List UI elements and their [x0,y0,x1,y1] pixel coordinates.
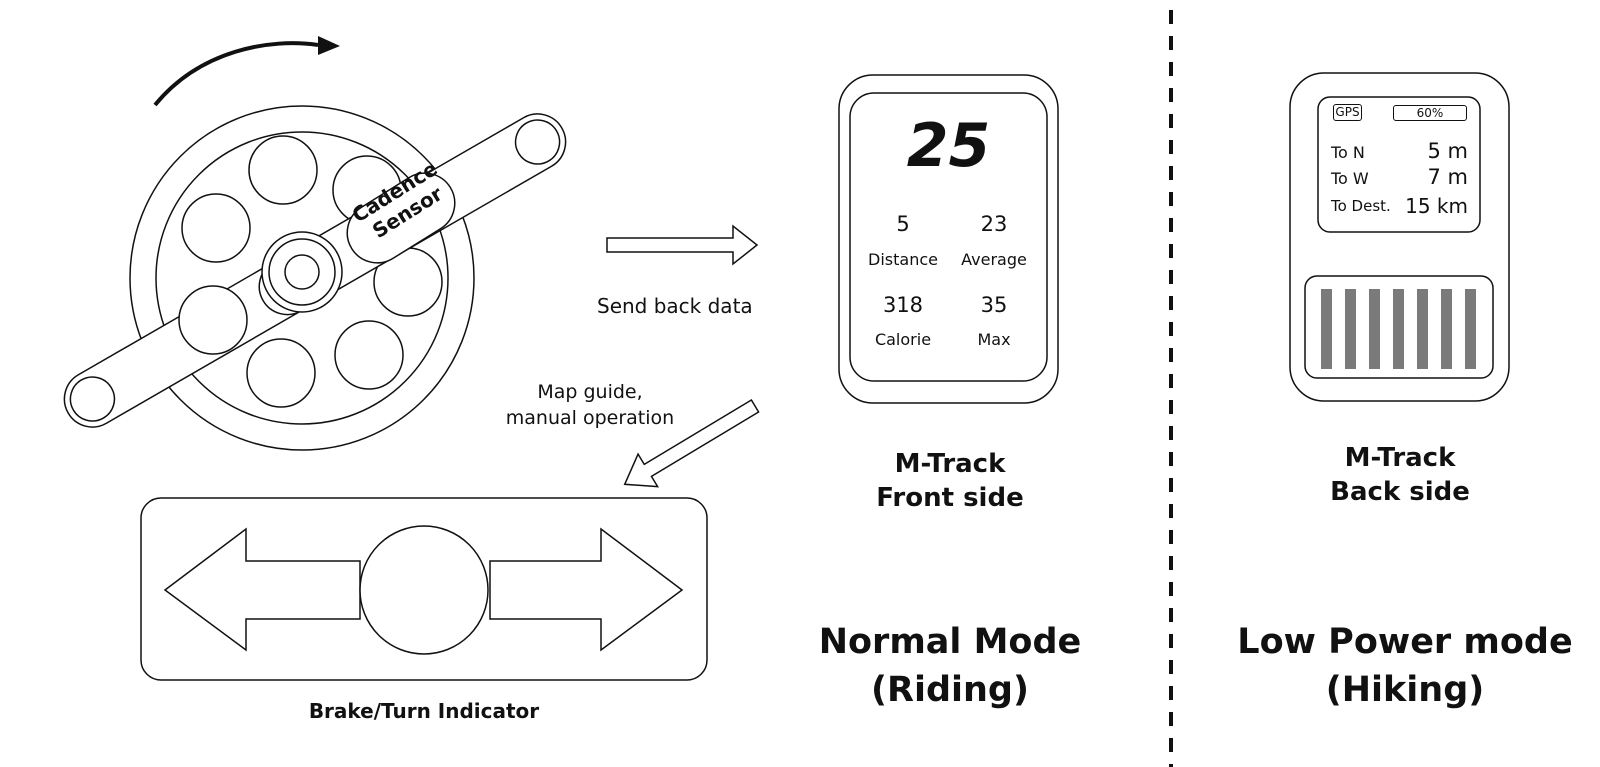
center-button [359,525,489,655]
stat-average-value: 23 [980,212,1008,236]
row-dest-label: To Dest. [1331,197,1391,215]
cadence-sensor-pod [346,172,456,264]
normal-mode-title: Normal Mode (Riding) [790,618,1110,714]
stat-distance-label: Distance [868,250,938,269]
send-data-label: Send back data [597,294,753,318]
stat-max-label: Max [977,330,1011,349]
right-arrow-icon [489,527,684,652]
map-guide-label: Map guide, manual operation [490,379,690,431]
back-device-grille [1321,289,1476,369]
send-data-arrow-icon [606,224,759,266]
stat-calorie-value: 318 [882,293,924,317]
front-title-line-1: M-Track [894,449,1006,479]
low-power-mode-title: Low Power mode (Hiking) [1220,618,1590,714]
chainring-holes [178,135,443,408]
map-guide-arrow-icon [623,398,760,488]
back-device-screen [1317,96,1481,233]
low-power-line-2: (Hiking) [1325,670,1485,710]
row-west-value: 7 m [1427,165,1469,189]
speed-readout: 25 [906,111,991,181]
front-title: M-Track Front side [830,447,1070,515]
back-title-line-2: Back side [1330,477,1470,507]
row-north-label: To N [1331,143,1365,162]
stat-average-label: Average [961,250,1027,269]
battery-indicator: 60% [1393,105,1467,121]
rotation-arrow-icon [153,41,319,107]
normal-mode-line-1: Normal Mode [818,622,1082,662]
normal-mode-line-2: (Riding) [871,670,1029,710]
row-dest-value: 15 km [1405,194,1468,218]
map-guide-line-1: Map guide, [537,381,643,403]
indicator-caption: Brake/Turn Indicator [308,699,540,723]
rotation-arrowhead-icon [318,36,340,55]
gps-badge: GPS [1333,104,1362,121]
spindle-bolt [284,254,320,290]
row-west-label: To W [1331,169,1369,188]
row-north-value: 5 m [1427,139,1469,163]
front-title-line-2: Front side [876,483,1024,513]
stat-max-value: 35 [980,293,1008,317]
map-guide-line-2: manual operation [505,407,675,429]
stat-calorie-label: Calorie [874,330,932,349]
low-power-line-1: Low Power mode [1237,622,1573,662]
back-title: M-Track Back side [1280,441,1520,509]
front-device-screen [849,92,1048,382]
stat-distance-value: 5 [896,212,910,236]
back-title-line-1: M-Track [1344,443,1456,473]
